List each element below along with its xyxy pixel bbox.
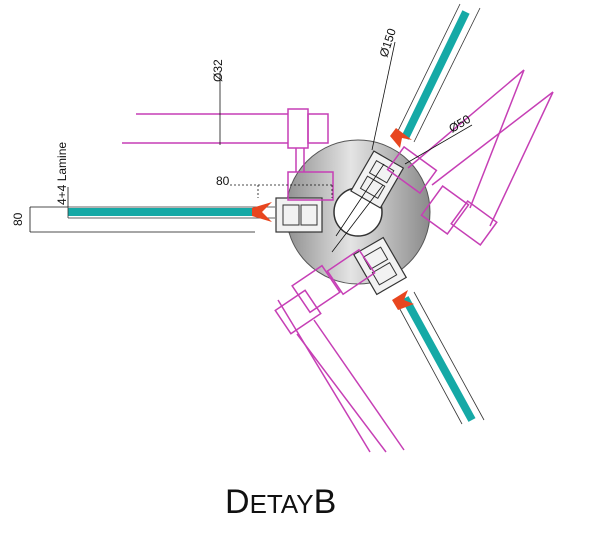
dimension-thickness: 80 xyxy=(11,212,25,226)
detail-title: DETAYB xyxy=(225,483,336,521)
dimension-lines xyxy=(29,41,473,253)
lower-right-arm xyxy=(352,236,485,425)
left-arm xyxy=(67,197,323,233)
dimension-offset: 80 xyxy=(216,174,230,188)
dimension-pipe-diameter: Ø32 xyxy=(211,59,225,82)
support-frames xyxy=(122,69,554,453)
dimension-hub-diameter: Ø150 xyxy=(377,26,399,59)
glass-specification: 4+4 Lamine xyxy=(55,142,69,205)
